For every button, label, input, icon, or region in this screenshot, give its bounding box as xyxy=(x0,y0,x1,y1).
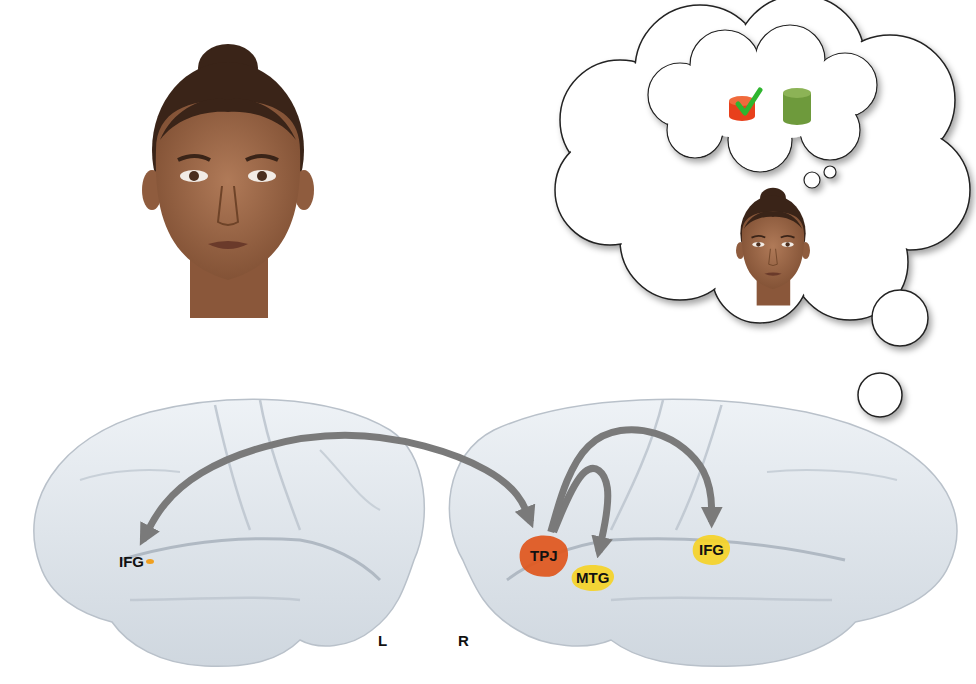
connection-arrow xyxy=(554,469,608,552)
region-label: IFG xyxy=(699,542,724,557)
hemisphere-label: L xyxy=(378,633,387,648)
region-label: TPJ xyxy=(530,548,558,563)
brain-region: IFG xyxy=(117,552,146,571)
green-cylinder xyxy=(783,88,811,125)
large-face xyxy=(142,44,314,318)
right-hemisphere xyxy=(449,399,957,666)
region-label: IFG xyxy=(119,554,144,569)
check-mark xyxy=(738,90,760,113)
region-label: MTG xyxy=(576,570,610,585)
small-face xyxy=(736,188,810,306)
brain-region: TPJ xyxy=(520,534,568,577)
connection-arrow xyxy=(143,435,531,540)
thought-bubble xyxy=(555,0,970,456)
brain-region: IFG xyxy=(693,534,730,565)
connection-arrow xyxy=(551,430,712,532)
hemisphere-label: R xyxy=(458,633,469,648)
inner-thought-bubble xyxy=(648,25,877,188)
brain-region: MTG xyxy=(572,564,614,591)
